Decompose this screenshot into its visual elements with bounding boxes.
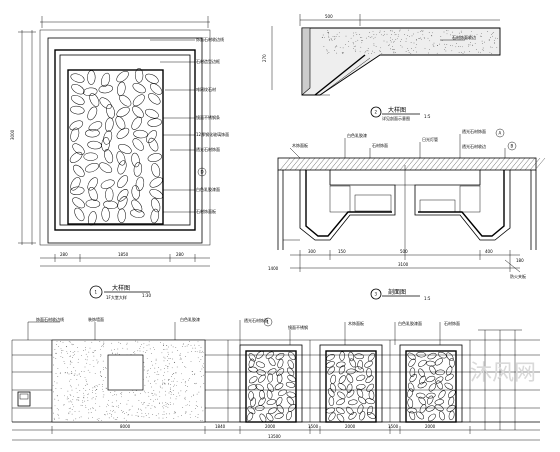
dotted-wall-panel (52, 340, 205, 422)
sec-c-dim-4: 3100 (398, 262, 409, 267)
elevation-d: 饰面石材收边线 装饰墙面 白色乳胶漆 透光石材饰面 1 镜面不锈钢 木饰面板 白… (11, 316, 540, 441)
elev-a-marker: D (201, 170, 204, 175)
sec-c-title: 剖面图 (388, 288, 406, 296)
sec-c-callout-2: 白色乳胶漆 (347, 132, 367, 138)
sec-c-marker-a: A (499, 131, 502, 136)
elev-a-sub: 1F大堂大样 (106, 294, 127, 300)
elev-d-callout-3: 白色乳胶漆 (180, 316, 200, 322)
sec-c-callout-4: 日光灯管 (422, 136, 438, 142)
elevation-a: 3000 280 1850 280 饰面石材收边线 石材造型边框 (10, 16, 229, 300)
elev-a-callout-1: 饰面石材收边线 (196, 36, 224, 42)
elev-d-callout-5: 镜面不锈钢 (288, 324, 308, 330)
elev-a-dim-3: 280 (176, 252, 184, 257)
elev-a-callout-4: 镜面不锈钢条 (196, 114, 220, 120)
elev-d-dim-3: 2000 (265, 424, 276, 429)
elev-a-number: 1 (95, 290, 98, 295)
elev-a-callout-2: 石材造型边框 (196, 58, 220, 64)
sec-c-callout-7: 防火夹板 (510, 273, 526, 279)
sec-c-dim-6: 180 (516, 258, 524, 263)
sec-c-left-label: 1400 (268, 266, 279, 271)
watermark: 沐风网 (470, 361, 536, 386)
sec-c-dim-3: 500 (400, 249, 408, 254)
sec-c-marker-b: B (511, 144, 514, 149)
sec-b-callout: 石材饰面收边 (452, 34, 476, 40)
framed-panel-3 (399, 344, 463, 423)
elev-a-dim-2: 1850 (118, 252, 129, 257)
section-b-stipple (321, 29, 498, 55)
section-c: 木饰面板 白色乳胶漆 石材饰面 日光灯管 透光石材饰面 透光石材收边 A B (268, 128, 546, 301)
elev-d-total: 13500 (268, 434, 281, 439)
elev-a-title-bubble (89, 285, 103, 299)
elev-d-callout-8: 石材饰面 (444, 320, 460, 326)
elev-a-callout-6: 透光石材饰面 (196, 146, 220, 152)
sec-b-dim-2: 270 (262, 54, 267, 62)
framed-panel-2 (319, 344, 383, 423)
sec-b-sub: 详见剖面示意图 (382, 115, 410, 121)
section-c-slab-hatch (279, 157, 546, 171)
sec-c-callout-3: 石材饰面 (372, 142, 388, 148)
leaf-stone-pattern-a (69, 68, 163, 226)
elev-a-callouts: 饰面石材收边线 石材造型边框 啡网纹石材 镜面不锈钢条 12厚钢化玻璃饰面 透光… (150, 36, 229, 214)
elev-d-marker: 1 (267, 320, 270, 325)
sec-c-number: 3 (375, 292, 378, 297)
sec-c-callout-6: 透光石材收边 (462, 143, 486, 149)
sec-b-number: 2 (375, 110, 378, 115)
sec-b-dim-1: 500 (325, 14, 333, 19)
elev-a-title: 大样图 (112, 284, 130, 292)
elev-d-callout-1: 饰面石材收边线 (36, 316, 64, 322)
elev-a-height-dim: 3000 (10, 129, 15, 140)
wall-fixture-left (17, 391, 31, 407)
framed-panel-1 (239, 344, 303, 423)
sec-c-callout-1: 木饰面板 (292, 142, 308, 148)
elev-d-dim-7: 2000 (425, 424, 436, 429)
elev-d-dim-5: 2000 (345, 424, 356, 429)
elev-d-callout-6: 木饰面板 (348, 320, 364, 326)
elev-d-dim-1: 8000 (120, 424, 131, 429)
elev-d-callout-4: 透光石材饰面 (244, 317, 268, 323)
sec-c-scale: 1:5 (424, 296, 431, 301)
elev-a-callout-7: 白色乳胶漆面 (196, 186, 220, 192)
elev-d-callout-7: 白色乳胶漆面 (398, 320, 422, 326)
elev-d-dim-6: 1500 (388, 424, 399, 429)
elev-a-scale: 1:30 (142, 293, 151, 298)
elev-a-callout-5: 12厚钢化玻璃饰面 (196, 131, 229, 137)
elev-d-dim-4: 1500 (308, 424, 319, 429)
section-b: 500 270 石材饰面收边 2 大样图 1:5 详见剖面示意图 (262, 14, 501, 121)
elev-d-dim-2: 1840 (215, 424, 226, 429)
sec-c-dim-2: 150 (338, 249, 346, 254)
wall-niche (107, 354, 144, 391)
elev-a-dim-1: 280 (60, 252, 68, 257)
sec-b-scale: 1:5 (424, 114, 431, 119)
elev-a-callout-8: 石材饰面板 (196, 208, 216, 214)
sec-b-title: 大样图 (388, 106, 406, 114)
elev-d-callout-2: 装饰墙面 (88, 316, 104, 322)
sec-c-callout-5: 透光石材饰面 (462, 128, 486, 134)
elev-a-callout-3: 啡网纹石材 (196, 86, 216, 92)
sec-c-dim-1: 300 (308, 249, 316, 254)
sec-c-dim-5: 400 (485, 249, 493, 254)
